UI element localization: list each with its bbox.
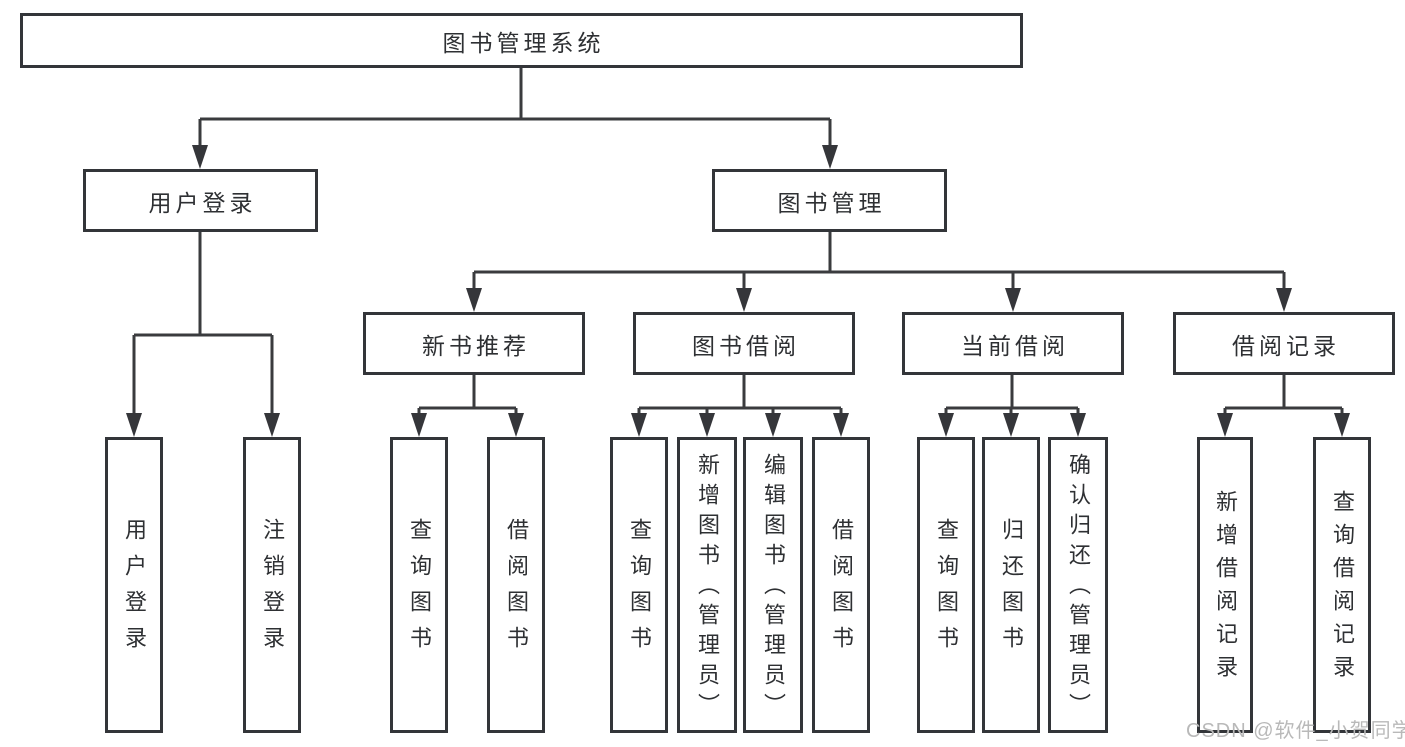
leaf-label: 确认归还（管理员） bbox=[1066, 453, 1091, 723]
connector-book-borrow-to-leaves bbox=[637, 375, 843, 418]
node-book-management: 图书管理 bbox=[712, 169, 947, 232]
leaf-borrow-books-recommend: 借阅图书 bbox=[487, 437, 545, 733]
arrow-icon bbox=[126, 413, 142, 437]
arrow-icon bbox=[1005, 288, 1021, 312]
arrow-icon bbox=[264, 413, 280, 437]
leaf-label: 借阅图书 bbox=[829, 518, 854, 662]
connector-root-to-level2 bbox=[198, 68, 832, 150]
leaf-query-books-borrow: 查询图书 bbox=[610, 437, 668, 733]
arrow-icon bbox=[938, 413, 954, 437]
arrow-icon bbox=[1334, 413, 1350, 437]
arrow-icon bbox=[765, 413, 781, 437]
arrowheads bbox=[126, 145, 1350, 437]
leaf-label: 查询借阅记录 bbox=[1330, 490, 1355, 688]
connector-book-management-to-level3 bbox=[472, 232, 1286, 293]
leaf-user-login: 用户登录 bbox=[105, 437, 163, 733]
leaf-label: 新增图书（管理员） bbox=[695, 453, 720, 723]
node-label: 用户登录 bbox=[148, 189, 257, 216]
leaf-label: 借阅图书 bbox=[504, 518, 529, 662]
node-user-login: 用户登录 bbox=[83, 169, 318, 232]
arrow-icon bbox=[192, 145, 208, 169]
leaf-label: 用户登录 bbox=[122, 518, 147, 662]
leaf-add-book-admin: 新增图书（管理员） bbox=[677, 437, 737, 733]
leaf-add-borrow-record: 新增借阅记录 bbox=[1197, 437, 1253, 733]
leaf-query-borrow-record: 查询借阅记录 bbox=[1313, 437, 1371, 733]
arrow-icon bbox=[1217, 413, 1233, 437]
arrow-icon bbox=[631, 413, 647, 437]
arrow-icon bbox=[699, 413, 715, 437]
node-label: 借阅记录 bbox=[1232, 332, 1340, 359]
leaf-edit-book-admin: 编辑图书（管理员） bbox=[743, 437, 803, 733]
csdn-watermark: CSDN @软件_小贺同学 bbox=[1186, 720, 1405, 742]
node-new-book-recommendation: 新书推荐 bbox=[363, 312, 585, 375]
leaf-label: 查询图书 bbox=[407, 518, 432, 662]
leaf-query-books-recommend: 查询图书 bbox=[390, 437, 448, 733]
arrow-icon bbox=[411, 413, 427, 437]
leaf-label: 新增借阅记录 bbox=[1213, 490, 1238, 688]
arrow-icon bbox=[822, 145, 838, 169]
node-current-borrowing: 当前借阅 bbox=[902, 312, 1124, 375]
leaf-confirm-return-admin: 确认归还（管理员） bbox=[1048, 437, 1108, 733]
leaf-logout: 注销登录 bbox=[243, 437, 301, 733]
node-label: 图书管理 bbox=[777, 189, 886, 216]
connector-current-borrow-to-leaves bbox=[944, 375, 1080, 418]
node-label: 当前借阅 bbox=[961, 332, 1069, 359]
node-book-borrowing: 图书借阅 bbox=[633, 312, 855, 375]
arrow-icon bbox=[466, 288, 482, 312]
leaf-label: 查询图书 bbox=[934, 518, 959, 662]
leaf-label: 查询图书 bbox=[627, 518, 652, 662]
arrow-icon bbox=[508, 413, 524, 437]
leaf-label: 归还图书 bbox=[999, 518, 1024, 662]
arrow-icon bbox=[1003, 413, 1019, 437]
arrow-icon bbox=[1070, 413, 1086, 437]
arrow-icon bbox=[1276, 288, 1292, 312]
arrow-icon bbox=[833, 413, 849, 437]
leaf-return-books: 归还图书 bbox=[982, 437, 1040, 733]
connector-borrow-records-to-leaves bbox=[1223, 375, 1344, 418]
leaf-query-books-current: 查询图书 bbox=[917, 437, 975, 733]
leaf-borrow-books: 借阅图书 bbox=[812, 437, 870, 733]
arrow-icon bbox=[736, 288, 752, 312]
node-label: 图书借阅 bbox=[692, 332, 800, 359]
node-label: 新书推荐 bbox=[422, 332, 530, 359]
leaf-label: 注销登录 bbox=[260, 518, 285, 662]
connector-user-login-to-leaves bbox=[132, 232, 274, 418]
node-library-management-system: 图书管理系统 bbox=[20, 13, 1023, 68]
node-borrowing-records: 借阅记录 bbox=[1173, 312, 1395, 375]
connector-new-book-to-leaves bbox=[417, 375, 518, 418]
node-label: 图书管理系统 bbox=[442, 29, 605, 56]
leaf-label: 编辑图书（管理员） bbox=[761, 453, 786, 723]
